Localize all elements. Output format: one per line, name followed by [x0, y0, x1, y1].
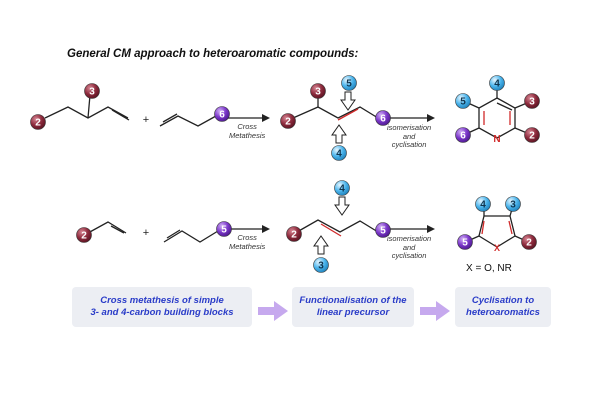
scheme-title: General CM approach to heteroaromatic co…: [67, 48, 359, 60]
ball-circle: [375, 110, 391, 126]
ball-label: 2: [526, 238, 532, 249]
ball-circle: [334, 180, 350, 196]
functionalisation-arrows: [313, 91, 356, 255]
ball-circle: [310, 83, 326, 99]
substituent-ball-r2-ring-g2: 2: [521, 234, 537, 250]
substituent-ball-r2-ring-g5: 5: [457, 234, 473, 250]
ball-label: 2: [291, 230, 297, 241]
substituent-ball-r1-p-g5: 5: [341, 75, 357, 91]
ball-label: 5: [462, 238, 468, 249]
ball-circle: [280, 113, 296, 129]
ball-label: 4: [339, 184, 345, 195]
ball-circle: [475, 196, 491, 212]
ball-label: 4: [336, 149, 342, 160]
ball-label: 6: [460, 131, 466, 142]
ball-label: 5: [460, 97, 466, 108]
ball-label: 3: [318, 261, 324, 272]
ball-circle: [524, 127, 540, 143]
row2-heterocycle: [469, 208, 525, 248]
ball-label: 2: [285, 117, 291, 128]
substituent-ball-r2-ring-g4: 4: [475, 196, 491, 212]
ball-circle: [331, 145, 347, 161]
ball-label: 4: [494, 79, 500, 90]
substituent-ball-r1-p-g4: 4: [331, 145, 347, 161]
row2-reagent-a: [87, 221, 127, 234]
ball-circle: [84, 83, 100, 99]
ball-circle: [76, 227, 92, 243]
ball-circle: [216, 221, 232, 237]
ball-label: 6: [219, 110, 225, 121]
ball-label: 2: [81, 231, 87, 242]
ball-circle: [455, 127, 471, 143]
substituent-ball-r2-p-g2: 2: [286, 226, 302, 242]
ball-label: 4: [480, 200, 486, 211]
ball-circle: [286, 226, 302, 242]
heterocycle-x: X: [494, 243, 500, 253]
substituent-ball-r1-b-g6: 6: [214, 106, 230, 122]
reaction-arrows: [228, 114, 435, 233]
substituent-ball-r1-p-g2: 2: [280, 113, 296, 129]
ball-label: 2: [35, 118, 41, 129]
ball-circle: [30, 114, 46, 130]
substituent-ball-r1-a-g3: 3: [84, 83, 100, 99]
ball-label: 3: [89, 87, 95, 98]
ball-label: 5: [346, 79, 352, 90]
substituent-ball-r1-ring-g2: 2: [524, 127, 540, 143]
row1-reagent-a: [44, 94, 130, 121]
substituent-ball-r1-ring-g4: 4: [489, 75, 505, 91]
substituent-ball-r2-p-g4: 4: [334, 180, 350, 196]
substituent-ball-r1-ring-g3: 3: [524, 93, 540, 109]
row2-plus: +: [143, 227, 149, 239]
substituent-ball-r1-p-g3: 3: [310, 83, 326, 99]
row1-product: [292, 95, 379, 121]
ball-circle: [505, 196, 521, 212]
x-definition: X = O, NR: [466, 263, 512, 274]
row1-pyridine: [467, 88, 528, 139]
row1-reagent-b: [159, 113, 217, 127]
substituent-ball-r1-ring-g5: 5: [455, 93, 471, 109]
ball-circle: [214, 106, 230, 122]
substituent-ball-r1-ring-g6: 6: [455, 127, 471, 143]
ball-circle: [489, 75, 505, 91]
ball-circle: [341, 75, 357, 91]
ball-label: 3: [315, 87, 321, 98]
ball-circle: [524, 93, 540, 109]
ball-label: 5: [380, 226, 386, 237]
substituent-ball-r1-p-g6: 6: [375, 110, 391, 126]
substituent-ball-r2-p-g5: 5: [375, 222, 391, 238]
pyridine-nitrogen: N: [493, 134, 500, 145]
ball-label: 5: [221, 225, 227, 236]
stage-arrows: [258, 301, 450, 321]
ball-label: 3: [529, 97, 535, 108]
row2-reagent-b: [163, 229, 219, 243]
ball-circle: [375, 222, 391, 238]
substituent-ball-r2-b-g5: 5: [216, 221, 232, 237]
ball-label: 2: [529, 131, 535, 142]
substituent-ball-r2-p-g3: 3: [313, 257, 329, 273]
ball-circle: [455, 93, 471, 109]
ball-label: 6: [380, 114, 386, 125]
ball-circle: [521, 234, 537, 250]
substituent-balls: 2 3 6 2 3 5 6 4 4 5 3 6 2 2 5 4 2 5 3 4 3 5 2: [30, 75, 540, 273]
substituent-ball-r2-ring-g3: 3: [505, 196, 521, 212]
row2-product: [296, 219, 379, 237]
row1-plus: +: [143, 114, 149, 126]
substituent-ball-r2-a-g2: 2: [76, 227, 92, 243]
substituent-ball-r1-a-g2: 2: [30, 114, 46, 130]
ball-circle: [313, 257, 329, 273]
ball-circle: [457, 234, 473, 250]
ball-label: 3: [510, 200, 516, 211]
